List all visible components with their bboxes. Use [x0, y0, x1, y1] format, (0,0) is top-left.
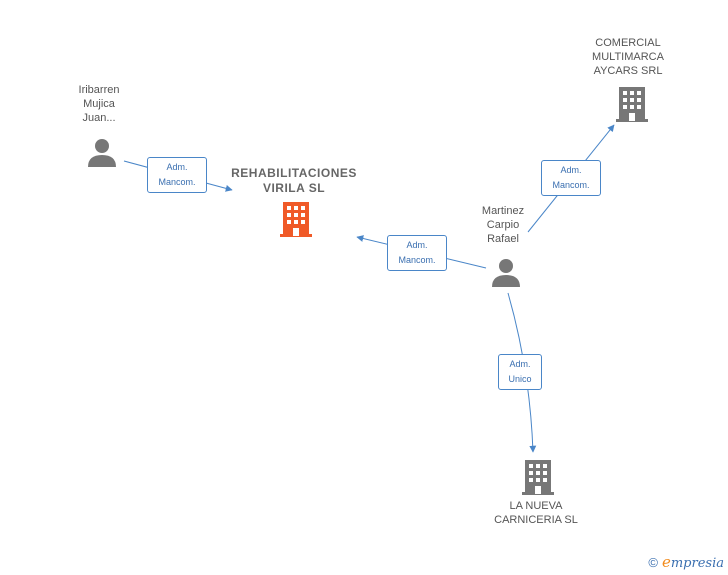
comercial-building-icon[interactable]: [616, 86, 648, 122]
main-company-building-icon[interactable]: [280, 201, 312, 237]
iribarren-person-icon[interactable]: [87, 138, 117, 168]
nueva-building-icon[interactable]: [522, 459, 554, 495]
role-badge-martinez-nueva[interactable]: Adm. Unico: [498, 354, 542, 390]
copyright-symbol: ©: [648, 555, 658, 570]
nueva-company-label: LA NUEVA CARNICERIA SL: [494, 500, 578, 526]
iribarren-person-label: Iribarren Mujica Juan...: [78, 84, 120, 124]
role-badge-martinez-comercial[interactable]: Adm. Mancom.: [541, 160, 601, 196]
role-badge-iribarren-main[interactable]: Adm. Mancom.: [147, 157, 207, 193]
martinez-person-icon[interactable]: [491, 258, 521, 288]
main-company-label: REHABILITACIONES VIRILA SL: [231, 166, 357, 195]
comercial-company-label: COMERCIAL MULTIMARCA AYCARS SRL: [592, 37, 664, 77]
brand-name: mpresia: [670, 556, 724, 571]
brand-e-letter: e: [661, 553, 671, 571]
role-badge-martinez-main[interactable]: Adm. Mancom.: [387, 235, 447, 271]
martinez-person-label: Martinez Carpio Rafael: [481, 205, 525, 245]
empresia-watermark: ©empresia: [648, 553, 724, 571]
